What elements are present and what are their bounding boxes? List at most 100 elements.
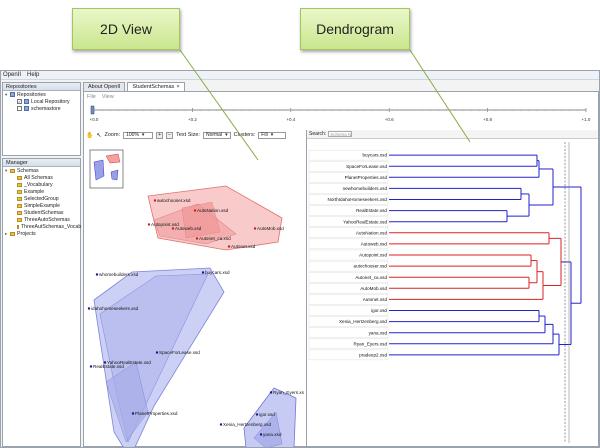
graph-node-label[interactable]: Autoweb.xsd [175,226,202,231]
dendrogram-leaf-label[interactable]: RealEstate.xsd [356,208,387,213]
tree-local-repository[interactable]: ✓Local Repository [3,98,80,105]
dendrogram-leaf-label[interactable]: NorthIdahoHomeseekers.xsd [328,197,388,202]
clusters-select[interactable]: Fill▾ [258,131,287,139]
tree-schemastore[interactable]: schemastore [3,105,80,112]
tree-schema-group[interactable]: StudentSchemas [3,209,80,216]
tree-schema-group[interactable]: Example [3,188,80,195]
graph-node-label[interactable]: Autonet.xsd [231,244,256,249]
tree-projects[interactable]: ▸Projects [3,230,80,237]
slider-tick-label: +0.0 [90,117,99,122]
graph-node[interactable] [147,223,151,226]
dendrogram-leaf-label[interactable]: SpaceForLease.xsd [346,164,387,169]
graph-node[interactable] [89,365,93,368]
graph-node-label[interactable]: PlanetProperties.xsd [135,411,178,416]
zoom-out-button[interactable]: − [166,131,174,139]
tree-repositories-root[interactable]: ▾Repositories [3,91,80,98]
dendrogram-leaf-label[interactable]: AutoMob.xsd [360,286,387,291]
dendrogram-leaf-label[interactable]: pradeep2.xsd [359,353,387,358]
zoom-select[interactable]: 100%▾ [123,131,154,139]
folder-icon [17,196,22,201]
dendrogram-leaf-label[interactable]: Ryan_Eyers.xsd [354,341,388,346]
graph-node-label[interactable]: autochooser.xsd [157,198,191,203]
dendrogram-leaf-label[interactable]: newhomebuilders.xsd [343,186,388,191]
dendrogram-leaf-label[interactable]: autochooser.xsd [354,264,388,269]
dendrogram-leaf-box [308,161,389,172]
pointer-tool-icon[interactable]: ↖ [96,132,102,139]
graph-node[interactable] [259,433,263,436]
graph-node[interactable] [155,351,159,354]
tab-about-openii[interactable]: About OpenII [83,82,126,91]
dendrogram-leaf-label[interactable]: YahooRealEstate.xsd [343,219,387,224]
tree-schema-group[interactable]: SimpleExample [3,202,80,209]
dendrogram-leaf-label[interactable]: buycars.xsd [362,153,387,158]
clusters-label: Clusters: [233,132,256,138]
graph-node[interactable] [201,271,205,274]
tree-schemas-root[interactable]: ▾Schemas [3,167,80,174]
dendrogram-leaf-label[interactable]: igor.xsd [371,308,387,313]
menu-file[interactable]: File [87,94,96,100]
graph-node-label[interactable]: AutoNation.xsd [197,208,229,213]
close-icon[interactable]: × [176,84,180,90]
graph-node-label[interactable]: RealEstate.xsd [93,364,124,369]
tab-student-schemas[interactable]: StudentSchemas× [127,82,185,91]
graph-node[interactable] [131,412,135,415]
dendrogram-leaf-label[interactable]: Xenia_Hertzenberg.xsd [339,319,387,324]
tree-schema-group[interactable]: SelectedGroup [3,195,80,202]
graph-node-label[interactable]: Xenia_Hertzenberg.xsd [223,422,271,427]
dendrogram[interactable]: buycars.xsdSpaceForLease.xsdPlanetProper… [307,140,599,445]
zoom-in-button[interactable]: + [156,131,164,139]
cluster-2d-view[interactable]: autochooser.xsdAutoNation.xsdAutopoint.x… [86,142,304,447]
graph-node[interactable] [219,423,223,426]
tree-schema-group[interactable]: All Schemas [3,174,80,181]
graph-node-label[interactable]: YahooRealEstate.xsd [107,360,151,365]
graph-node[interactable] [269,391,273,394]
textsize-select[interactable]: Normal▾ [202,131,231,139]
graph-node[interactable] [253,227,257,230]
dendrogram-leaf-box [308,338,389,349]
graph-node-label[interactable]: Autonet_ca.xsd [199,236,231,241]
graph-node[interactable] [171,227,175,230]
graph-node[interactable] [227,245,231,248]
graph-node-label[interactable]: Ryan_Eyers.xsd [273,390,304,395]
graph-node-label[interactable]: igor.xsd [259,412,275,417]
dendrogram-leaf-label[interactable]: Autonet.xsd [363,297,388,302]
tree-schema-group[interactable]: ThreeAutoSchemas [3,216,80,223]
search-label: Search: [309,131,327,137]
menu-help[interactable]: Help [27,72,40,78]
menu-view[interactable]: View [101,94,114,100]
checkbox-icon[interactable] [17,106,22,111]
dendrogram-leaf-label[interactable]: PlanetProperties.xsd [345,175,388,180]
graph-node-label[interactable]: yana.xsd [263,432,282,437]
graph-node[interactable] [95,273,99,276]
graph-node-label[interactable]: whomebuilders.xsd [99,272,139,277]
threshold-slider[interactable]: +0.0+0.2+0.4+0.6+0.8+1.0 [86,102,598,126]
graph-node[interactable] [195,237,199,240]
collapse-icon[interactable]: ▾ [5,167,8,173]
dendrogram-leaf-label[interactable]: yana.xsd [369,330,388,335]
callout-2d-view: 2D View [72,8,180,50]
graph-node[interactable] [153,199,157,202]
graph-node-label[interactable]: SpaceForLease.xsd [159,350,200,355]
dendrogram-leaf-label[interactable]: Autopoint.xsd [359,253,387,258]
checkbox-checked-icon[interactable]: ✓ [17,99,22,104]
slider-handle[interactable] [90,105,95,115]
tree-schema-group[interactable]: ThreeAutSchemas_Vocab [3,223,81,230]
tree-schema-group[interactable]: _Vocabulary [3,181,80,188]
dendrogram-leaf-label[interactable]: Autoweb.xsd [361,242,388,247]
hand-tool-icon[interactable]: ✋ [86,132,94,139]
dendrogram-leaf-label[interactable]: Autonet_ca.xsd [355,275,387,280]
search-input[interactable]: Schema N [328,131,353,137]
graph-node[interactable] [193,209,197,212]
graph-node[interactable] [103,361,107,364]
graph-node-label[interactable]: buycars.xsd [205,270,230,275]
graph-node-label[interactable]: Autopoint.xsd [151,222,179,227]
expand-icon[interactable]: ▸ [5,230,8,236]
dendrogram-leaf-label[interactable]: AutoNation.xsd [356,230,388,235]
graph-node-label[interactable]: AutoMob.xsd [257,226,284,231]
red-cluster-inner-2 [181,201,221,239]
graph-node[interactable] [87,307,91,310]
graph-node[interactable] [255,413,259,416]
collapse-icon[interactable]: ▾ [5,91,8,97]
graph-node-label[interactable]: idahohomeseekers.xsd [91,306,139,311]
menu-openii[interactable]: OpenII [3,72,22,78]
